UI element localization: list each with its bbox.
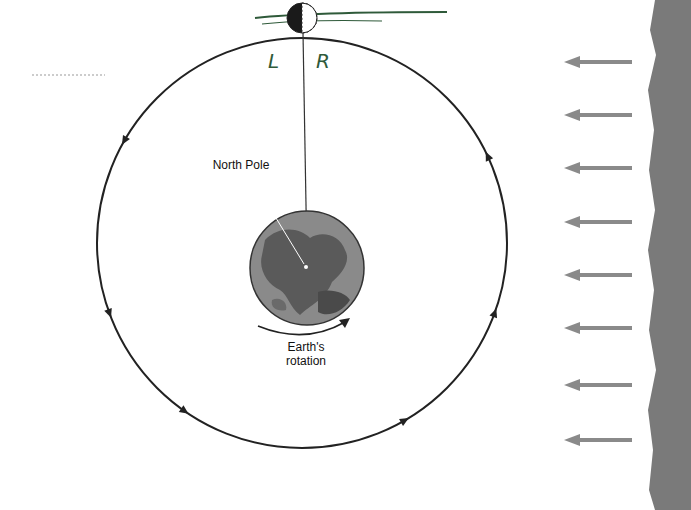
rotation-label: Earth's rotation (270, 340, 342, 368)
sunlight-arrow (578, 166, 632, 170)
north-pole-label: North Pole (204, 158, 278, 172)
dotted-mark (32, 75, 105, 76)
orbit-arrowhead (486, 152, 493, 162)
orbit-arrowhead (399, 418, 409, 426)
sunlight-arrow (578, 220, 632, 224)
sunlight-arrow (578, 326, 632, 330)
sunlight-arrows (564, 56, 632, 446)
orbit-arrowhead (179, 405, 189, 413)
leader-line (262, 195, 304, 264)
sunlight-arrowhead (564, 109, 580, 121)
orbit-arrowhead (490, 308, 498, 318)
rotation-arrow (258, 322, 345, 335)
orbit-arrowhead (104, 308, 112, 318)
moon-dark-half (287, 3, 302, 33)
sunlight-arrow (578, 383, 632, 387)
sun-edge (648, 0, 691, 510)
handwritten-letter: R (316, 50, 330, 72)
sunlight-arrow (578, 113, 632, 117)
sunlight-arrowhead (564, 56, 580, 68)
sunlight-arrowhead (564, 269, 580, 281)
sunlight-arrowhead (564, 322, 580, 334)
sunlight-arrow (578, 60, 632, 64)
orbit-arrowheads (104, 135, 497, 426)
handwritten-line (255, 12, 447, 18)
moon-orbit (97, 38, 507, 448)
sunlight-arrowhead (564, 216, 580, 228)
earth-continent (318, 290, 350, 314)
moon-outline (287, 3, 317, 33)
sunlight-arrowhead (564, 162, 580, 174)
earth-continent (272, 299, 287, 311)
north-pole-dot (304, 265, 308, 269)
rotation-arrowhead (339, 318, 350, 328)
sunlight-arrow (578, 438, 632, 442)
orbit-arrowhead (122, 135, 130, 145)
handwritten-letter: L (268, 50, 279, 72)
sunlight-arrow (578, 273, 632, 277)
handwritten-line (262, 20, 382, 24)
earth (250, 211, 364, 325)
sunlight-arrowhead (564, 434, 580, 446)
moon-lit-half (302, 3, 317, 33)
sunlight-arrowhead (564, 379, 580, 391)
